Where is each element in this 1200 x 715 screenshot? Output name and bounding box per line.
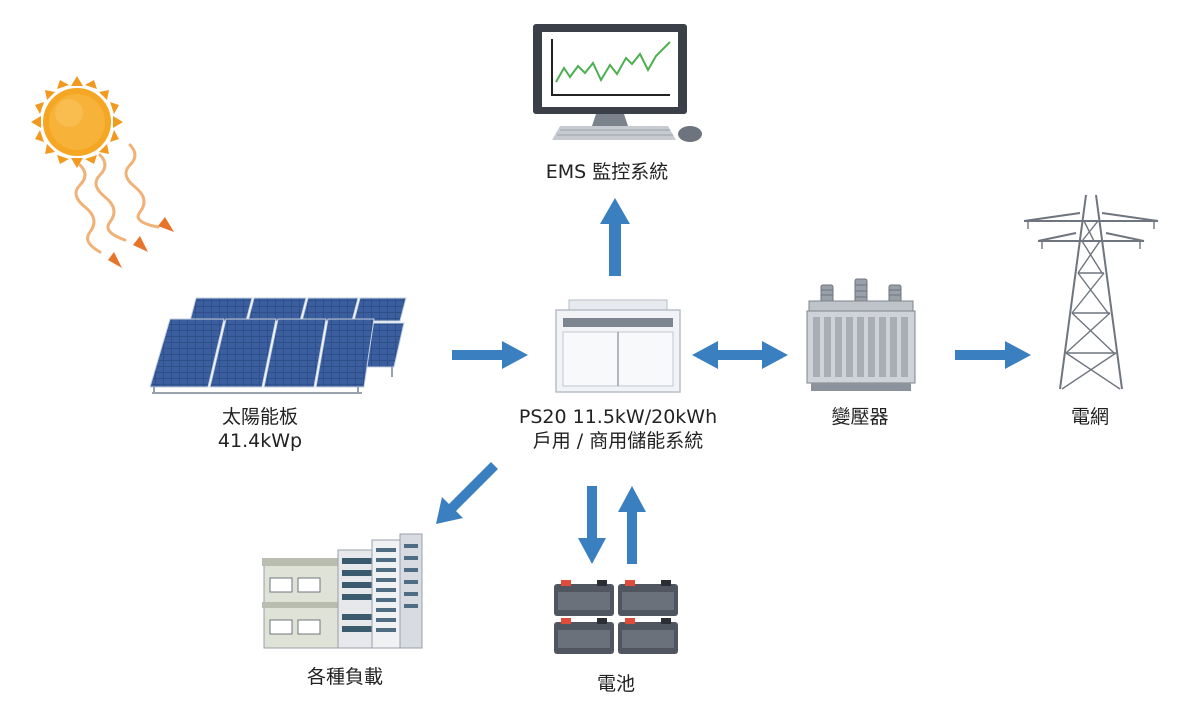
transformer-label: 變壓器 [831,406,889,428]
ems-label: EMS 監控系統 [545,161,669,183]
arrow-battery-to-ps20 [618,486,646,564]
solar-label: 太陽能板 41.4kWp [180,405,340,453]
ps20-label: PS20 11.5kW/20kWh 戶用 / 商用儲能系統 [488,405,748,453]
solar-label-name: 太陽能板 [221,406,298,428]
loads-label: 各種負載 [306,666,383,688]
transformer-icon [805,275,917,393]
ps20-unit-icon [555,298,681,394]
battery-label: 電池 [596,673,635,695]
arrow-transformer-to-grid [955,341,1031,369]
sun-rays-icon [70,140,190,270]
arrow-solar-to-ps20 [452,341,528,369]
ps20-label-model: PS20 11.5kW/20kWh [518,406,718,428]
buildings-icon [262,532,427,650]
arrow-ps20-to-ems [600,198,630,276]
arrow-ps20-transformer-bidirectional [692,341,788,369]
arrow-ps20-to-loads [436,462,498,524]
solar-label-capacity: 41.4kWp [217,430,303,452]
battery-pack-icon [553,580,679,656]
sun-icon [22,75,132,170]
transmission-tower-icon [1020,193,1162,393]
monitor-icon [530,22,705,146]
grid-label: 電網 [1070,406,1109,428]
ps20-label-type: 戶用 / 商用儲能系統 [532,430,704,452]
arrow-ps20-to-battery [578,486,606,564]
solar-panel-icon [148,295,410,395]
